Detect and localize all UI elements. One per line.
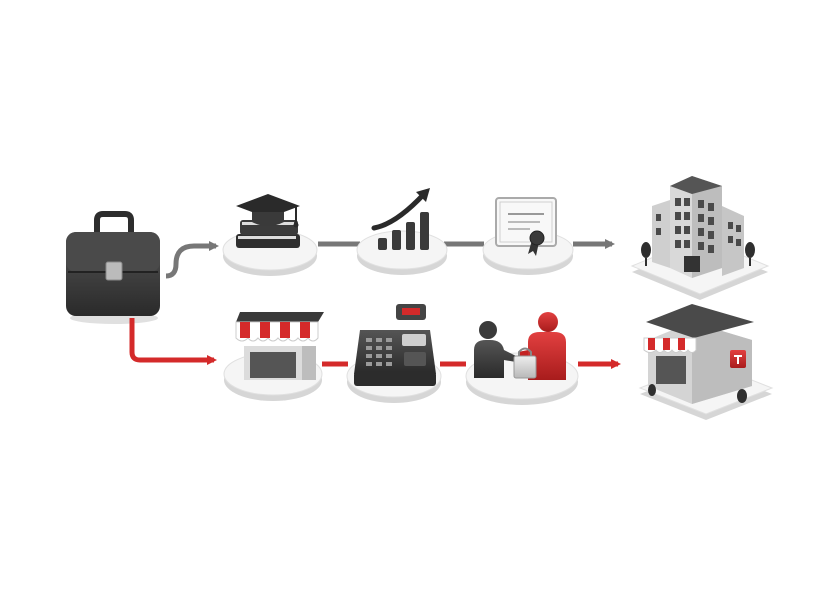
certificate-icon [495,197,557,256]
connector-bottom-start [129,318,217,365]
cash-register-icon [354,304,436,386]
office-building-icon [641,176,755,278]
briefcase-icon [66,211,160,324]
market-stall-icon [235,312,324,380]
connector-top-start [165,241,219,279]
growth-chart-icon [371,188,430,250]
retail-store-icon [643,304,754,404]
handshake-sale-icon [474,312,566,380]
graduation-cap-books-icon [236,194,300,248]
